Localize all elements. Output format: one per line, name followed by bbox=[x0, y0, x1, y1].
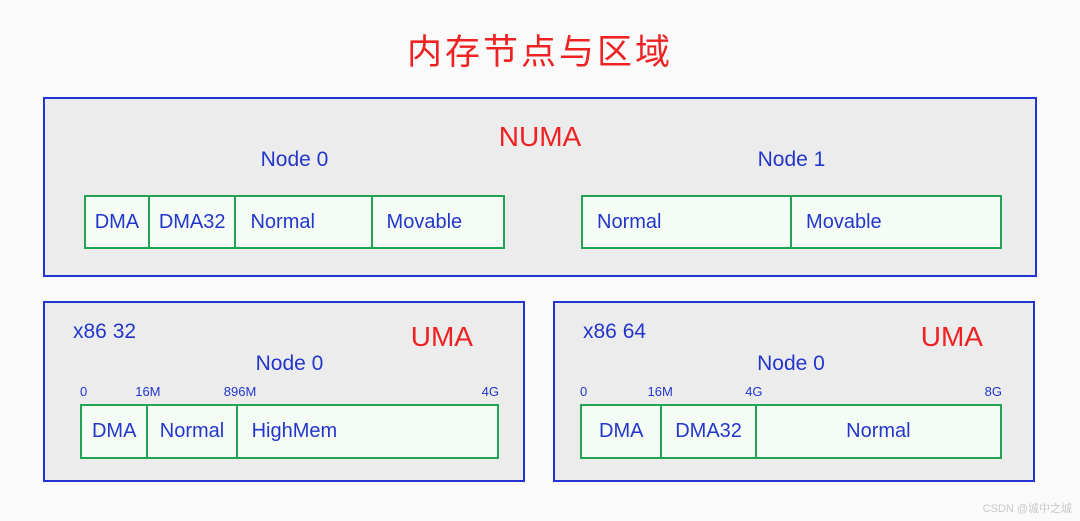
zone-cell-movable: Movable bbox=[370, 197, 503, 247]
zone-cell-normal: Normal bbox=[234, 197, 370, 247]
arch-label-x86-64: x86 64 bbox=[583, 320, 647, 343]
tick-label-16m: 16M bbox=[647, 384, 673, 399]
uma-label-x86-32: UMA bbox=[410, 321, 473, 352]
tick-label-896m: 896M bbox=[223, 384, 257, 399]
uma-x86-64-tick-row: 0 16M 4G 8G bbox=[580, 384, 1002, 400]
zone-cell-dma32: DMA32 bbox=[147, 197, 235, 247]
zone-cell-dma32: DMA32 bbox=[660, 406, 754, 457]
watermark: CSDN @城中之城 bbox=[982, 503, 1072, 515]
tick-label-4g: 4G bbox=[481, 384, 499, 399]
tick-label-0: 0 bbox=[580, 384, 588, 399]
uma-label-x86-64: UMA bbox=[920, 321, 983, 352]
tick-label-0: 0 bbox=[80, 384, 88, 399]
zone-cell-highmem: HighMem bbox=[235, 406, 497, 457]
zone-cell-normal: Normal bbox=[597, 210, 662, 233]
numa-node1-zone-row: Normal Movable bbox=[581, 195, 1002, 249]
numa-label: NUMA bbox=[498, 121, 582, 152]
numa-node0-label: Node 0 bbox=[260, 148, 329, 171]
numa-node1-label: Node 1 bbox=[757, 148, 826, 171]
tick-label-8g: 8G bbox=[984, 384, 1002, 399]
numa-node1-group: Node 1 Normal Movable bbox=[581, 99, 1002, 275]
zone-cell-movable: Movable bbox=[790, 197, 1000, 247]
zone-cell-dma: DMA bbox=[94, 210, 140, 233]
tick-label-4g: 4G bbox=[745, 384, 763, 399]
page-title: 内存节点与区域 bbox=[406, 33, 673, 72]
uma-x86-32-tick-row: 0 16M 896M 4G bbox=[80, 384, 499, 400]
zone-cell-normal: Normal bbox=[754, 406, 1000, 457]
zone-cell-dma: DMA bbox=[599, 420, 644, 442]
zone-cell-dma: DMA bbox=[91, 420, 137, 442]
uma-x86-64-node-label: Node 0 bbox=[757, 352, 825, 375]
arch-label-x86-32: x86 32 bbox=[73, 320, 137, 343]
tick-label-16m: 16M bbox=[135, 384, 161, 399]
zone-cell-normal: Normal bbox=[146, 406, 235, 457]
uma-x86-32-node-label: Node 0 bbox=[255, 352, 324, 375]
